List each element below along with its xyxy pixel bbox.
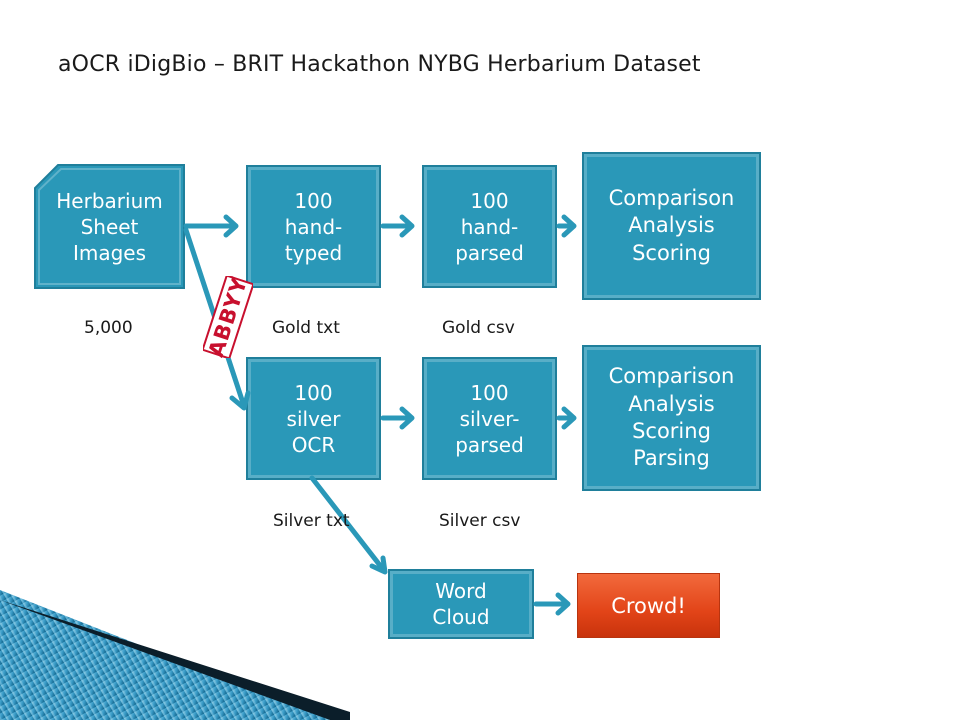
- hand-typed-node: 100 hand- typed: [246, 165, 381, 288]
- silver-ocr-node: 100 silver OCR: [246, 357, 381, 480]
- arrow-silver-ocr-to-word-cloud: [309, 475, 385, 571]
- arrow-head: [229, 390, 251, 411]
- slide-title: aOCR iDigBio – BRIT Hackathon NYBG Herba…: [58, 52, 701, 77]
- arrow-head: [561, 406, 577, 430]
- comparison-silver-node: Comparison Analysis Scoring Parsing: [582, 345, 761, 491]
- silver-parsed-node: 100 silver- parsed: [422, 357, 557, 480]
- gold-csv-label: Gold csv: [442, 318, 515, 338]
- herbarium-sheet-images-node: Herbarium Sheet Images: [56, 188, 163, 265]
- abbyy-logo-stamp: ABBYY: [203, 276, 253, 358]
- crowd-node: Crowd!: [577, 573, 720, 638]
- arrow-head: [555, 592, 571, 616]
- hand-parsed-node: 100 hand- parsed: [422, 165, 557, 288]
- arrow-head: [561, 214, 577, 238]
- arrow-head: [369, 555, 388, 575]
- silver-txt-label: Silver txt: [273, 511, 350, 531]
- arrow-head: [223, 214, 239, 238]
- silver-csv-label: Silver csv: [439, 511, 521, 531]
- corner-wedge-dark: [0, 600, 350, 720]
- arrow-head: [399, 214, 415, 238]
- count-label: 5,000: [84, 318, 133, 338]
- abbyy-logo-text: ABBYY: [204, 276, 252, 358]
- arrow-head: [399, 406, 415, 430]
- comparison-gold-node: Comparison Analysis Scoring: [582, 152, 761, 300]
- word-cloud-node: Word Cloud: [388, 569, 534, 639]
- gold-txt-label: Gold txt: [272, 318, 340, 338]
